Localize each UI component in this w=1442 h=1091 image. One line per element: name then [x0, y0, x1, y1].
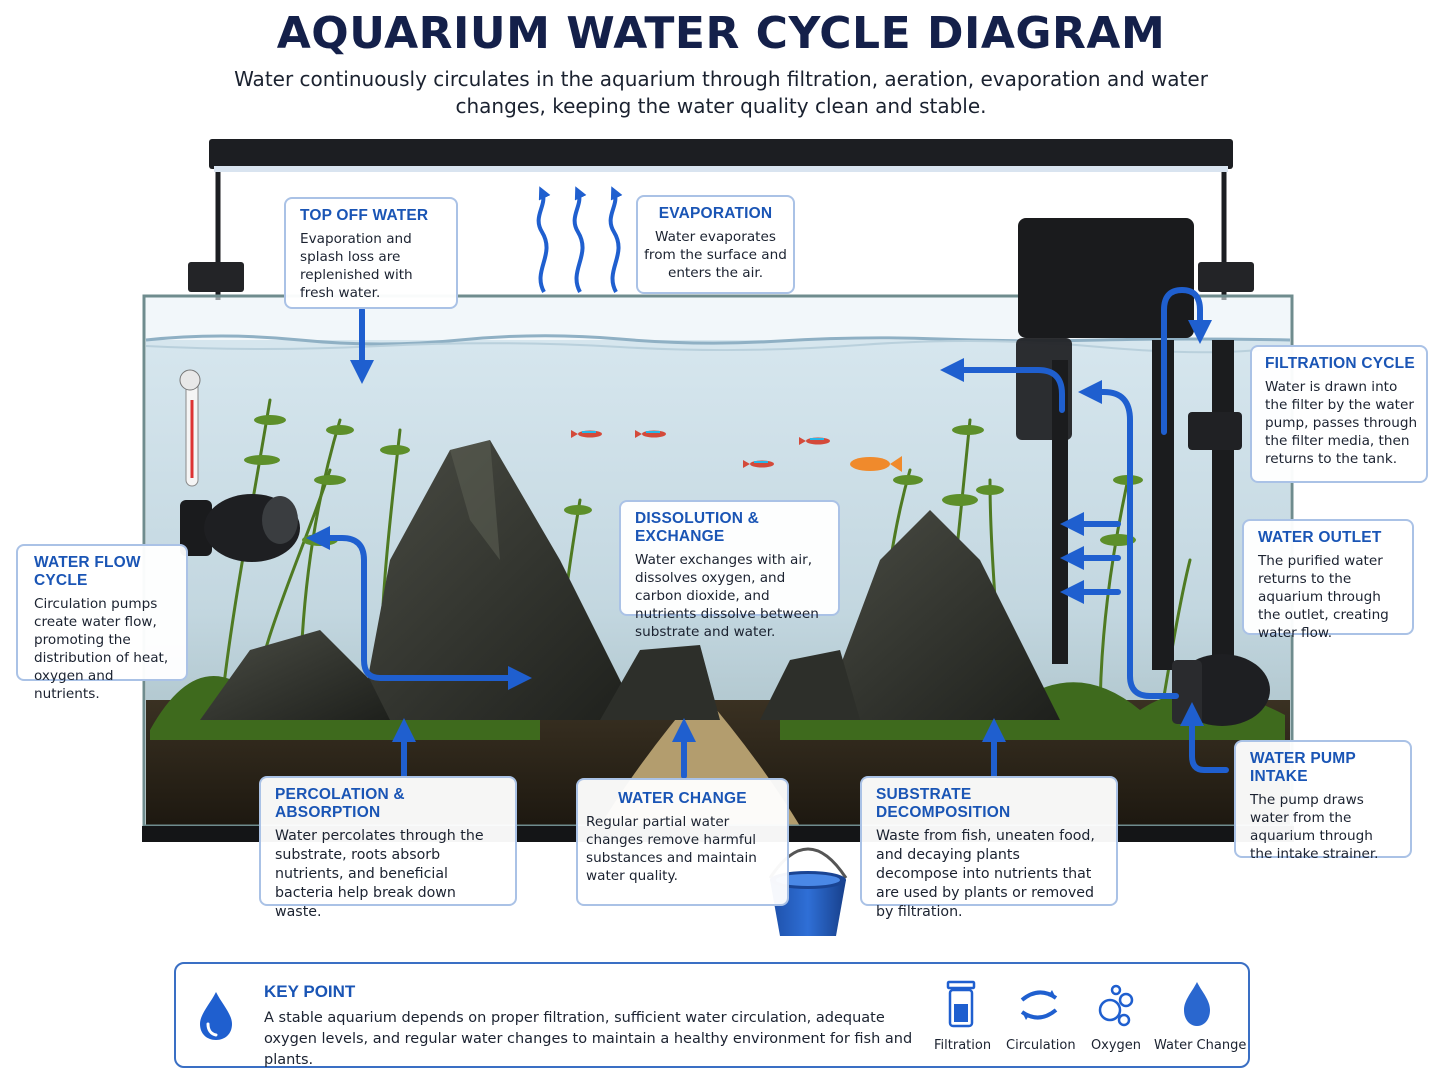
flow-text: Circulation pumps create water flow, pro…: [34, 596, 169, 702]
water-change-title: WATER CHANGE: [618, 790, 747, 807]
evaporation-arrows: [536, 186, 623, 293]
hang-on-filter: [1016, 218, 1270, 726]
filtration-cycle-box: FILTRATION CYCLE Water is drawn into the…: [1250, 345, 1428, 483]
water-bucket: [768, 847, 848, 936]
thermometer: [179, 369, 201, 487]
outlet-text: The purified water returns to the aquari…: [1258, 553, 1389, 641]
top-off-text: Evaporation and splash loss are replenis…: [300, 231, 413, 301]
substrate-decomposition-box: SUBSTRATE DECOMPOSITION Waste from fish,…: [860, 776, 1118, 920]
circulation-pump: [180, 494, 300, 562]
legend-filtration: Filtration: [934, 978, 992, 1053]
percolation-title: PERCOLATION & ABSORPTION: [275, 786, 405, 821]
substrate-text: Waste from fish, uneaten food, and decay…: [876, 828, 1095, 920]
legend-circulation-label: Circulation: [1006, 1038, 1076, 1053]
pump-intake-title: WATER PUMP INTAKE: [1250, 750, 1356, 785]
water-outlet-box: WATER OUTLET The purified water returns …: [1242, 519, 1414, 641]
percolation-text: Water percolates through the substrate, …: [275, 828, 484, 920]
legend-oxygen-label: Oxygen: [1090, 1038, 1142, 1053]
page-subtitle: Water continuously circulates in the aqu…: [234, 67, 1208, 118]
legend-oxygen: Oxygen: [1090, 978, 1142, 1053]
filter-icon: [946, 980, 976, 1028]
dissolution-text: Water exchanges with air, dissolves oxyg…: [635, 552, 819, 640]
oxygen-icon: [1098, 984, 1134, 1027]
water-change-box: WATER CHANGE Regular partial water chang…: [576, 778, 789, 906]
pump-intake-text: The pump draws water from the aquarium t…: [1250, 792, 1379, 862]
key-point-title: KEY POINT: [264, 982, 356, 1001]
evaporation-title: EVAPORATION: [658, 205, 773, 222]
water-change-text: Regular partial water changes remove har…: [586, 814, 757, 884]
water-drop-icon: [1184, 982, 1210, 1026]
legend-circulation: Circulation: [1006, 978, 1076, 1053]
legend-water-change-label: Water Change: [1154, 1038, 1247, 1053]
dissolution-exchange-box: DISSOLUTION & EXCHANGE Water exchanges w…: [619, 500, 840, 640]
filtration-text: Water is drawn into the filter by the wa…: [1265, 379, 1418, 467]
legend-water-change: Water Change: [1154, 978, 1247, 1053]
fish-group: [571, 430, 902, 472]
substrate-title: SUBSTRATE DECOMPOSITION: [876, 786, 1011, 821]
evaporation-box: EVAPORATION Water evaporates from the su…: [636, 195, 795, 294]
flow-title: WATER FLOW CYCLE: [34, 554, 141, 589]
flow-arrows: [306, 286, 1229, 779]
legend-filtration-label: Filtration: [934, 1038, 992, 1053]
key-point-panel: KEY POINT A stable aquarium depends on p…: [174, 962, 1250, 1068]
key-point-text: A stable aquarium depends on proper filt…: [264, 1010, 913, 1068]
dissolution-title: DISSOLUTION & EXCHANGE: [635, 510, 760, 545]
page-title: AQUARIUM WATER CYCLE DIAGRAM: [276, 8, 1166, 59]
light-fixture: [188, 139, 1254, 300]
top-off-title: TOP OFF WATER: [300, 207, 429, 224]
water-drop-icon: [200, 992, 232, 1040]
percolation-absorption-box: PERCOLATION & ABSORPTION Water percolate…: [259, 776, 517, 920]
water-flow-cycle-box: WATER FLOW CYCLE Circulation pumps creat…: [16, 544, 188, 702]
water-pump-intake-box: WATER PUMP INTAKE The pump draws water f…: [1234, 740, 1412, 862]
top-off-water-box: TOP OFF WATER Evaporation and splash los…: [284, 197, 458, 309]
filtration-title: FILTRATION CYCLE: [1265, 355, 1415, 372]
circulation-icon: [1020, 990, 1058, 1020]
outlet-title: WATER OUTLET: [1258, 529, 1382, 546]
evaporation-text: Water evaporates from the surface and en…: [644, 229, 787, 281]
